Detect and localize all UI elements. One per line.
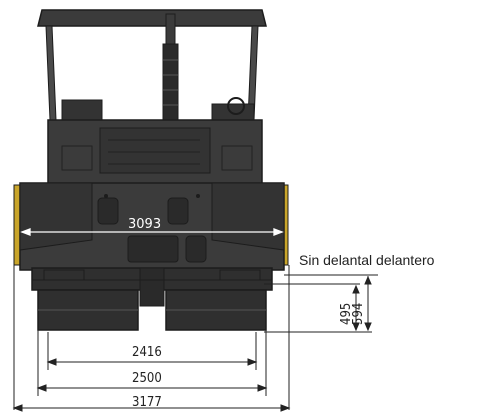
dimension-overall-width-label: 3093 [128, 217, 161, 232]
exhaust-column [162, 43, 179, 130]
push-roller [139, 267, 165, 307]
hopper-wing-left [19, 182, 93, 251]
dimension-track-width-label: 2416 [132, 345, 162, 360]
dimension-max-width-label: 3177 [132, 395, 162, 410]
dimension-overall-width [20, 228, 284, 236]
canopy-roof [37, 9, 267, 27]
dimension-height-high-label: 594 [351, 303, 366, 325]
canopy-post-left [45, 25, 57, 121]
steering-wheel [227, 97, 245, 115]
front-apron-note: Sin delantal delantero [299, 252, 435, 268]
exhaust-pipe [165, 13, 176, 47]
dimension-height-low-label: 495 [339, 303, 354, 325]
dimension-base-width-label: 2500 [132, 371, 162, 386]
engine-hood [99, 127, 211, 174]
hopper-wing-right [211, 182, 285, 251]
